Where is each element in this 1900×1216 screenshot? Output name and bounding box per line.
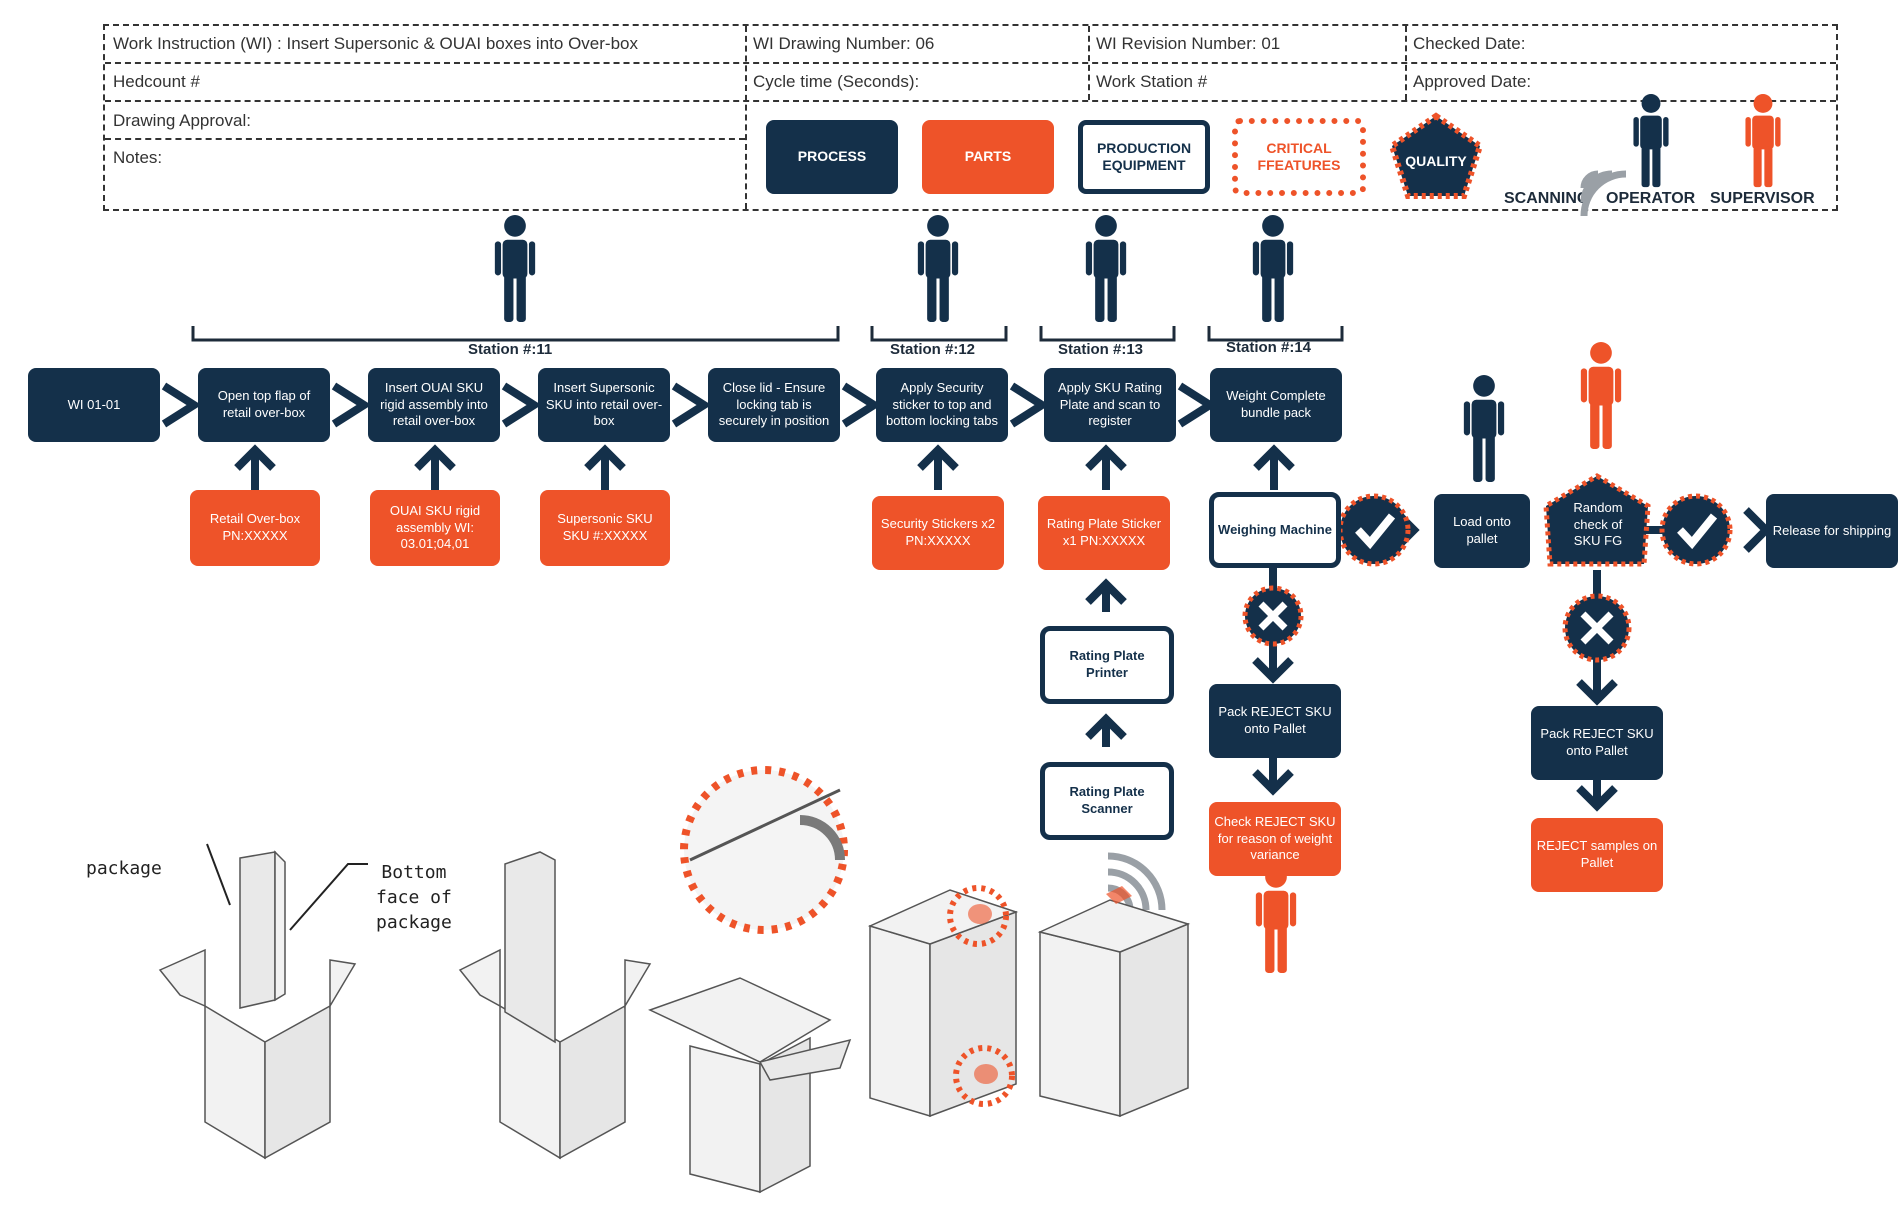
process-pack-reject-weight: Pack REJECT SKU onto Pallet: [1209, 684, 1341, 758]
legend-operator-icon: [1633, 94, 1669, 188]
fold-arrow-icon: [799, 815, 845, 861]
legend-scanning-label: SCANNING: [1504, 190, 1590, 207]
critical-feature-circle: [680, 766, 848, 934]
legend-process: PROCESS: [766, 120, 898, 194]
pass-check-icon: [1337, 493, 1411, 567]
notes: Notes:: [113, 148, 163, 167]
process-insert-ouai: Insert OUAI SKU rigid assembly into reta…: [368, 368, 500, 442]
header-divider: [1088, 26, 1090, 100]
leader-line: [289, 863, 368, 931]
legend-supervisor-label: SUPERVISOR: [1710, 190, 1815, 207]
operator-icon: [917, 215, 959, 322]
process-apply-rating-plate: Apply SKU Rating Plate and scan to regis…: [1044, 368, 1176, 442]
process-insert-supersonic: Insert Supersonic SKU into retail over-b…: [538, 368, 670, 442]
legend-quality-label: QUALITY: [1405, 153, 1467, 170]
operator-icon: [1463, 375, 1505, 482]
fail-x-icon: [1562, 593, 1632, 663]
station-13-label: Station #:13: [1058, 341, 1144, 358]
part-rating-plate-sticker: Rating Plate Sticker x1 PN:XXXXX: [1038, 496, 1170, 570]
leader-line: [206, 843, 231, 906]
process-close-lid: Close lid - Ensure locking tab is secure…: [708, 368, 840, 442]
sticker-mark: [974, 1064, 998, 1084]
process-pack-reject-random: Pack REJECT SKU onto Pallet: [1531, 706, 1663, 780]
equipment-rating-plate-scanner: Rating Plate Scanner: [1040, 762, 1174, 840]
legend-critical-features: CRITICAL FFEATURES: [1232, 118, 1366, 196]
wi-title: Work Instruction (WI) : Insert Supersoni…: [113, 34, 638, 53]
process-open-top-flap: Open top flap of retail over-box: [198, 368, 330, 442]
part-check-reject-sku: Check REJECT SKU for reason of weight va…: [1209, 802, 1341, 876]
station-14-label: Station #:14: [1226, 339, 1312, 356]
part-arrows: [234, 444, 1295, 747]
bottom-face-line2: face of: [376, 887, 452, 909]
wi-drawing-number: WI Drawing Number: 06: [753, 34, 935, 53]
part-retail-over-box: Retail Over-box PN:XXXXX: [190, 490, 320, 566]
process-release-for-shipping: Release for shipping: [1766, 494, 1898, 568]
equipment-rating-plate-printer: Rating Plate Printer: [1040, 626, 1174, 704]
legend-scanning-icon: [1580, 170, 1627, 217]
operator-icon: [1252, 215, 1294, 322]
cycle-time: Cycle time (Seconds):: [753, 72, 920, 91]
bottom-face-line1: Bottom: [381, 862, 447, 883]
header-divider: [745, 26, 747, 209]
critical-feature-circle: [947, 885, 1009, 947]
legend-production-equipment: PRODUCTION EQUIPMENT: [1078, 120, 1210, 194]
fail-x-icon: [1242, 585, 1304, 647]
station-12-label: Station #:12: [890, 341, 976, 358]
sticker-mark: [968, 904, 992, 924]
header-divider: [105, 100, 1836, 102]
legend-supervisor-icon: [1745, 94, 1781, 188]
process-apply-security-sticker: Apply Security sticker to top and bottom…: [876, 368, 1008, 442]
wi-revision-number: WI Revision Number: 01: [1096, 34, 1281, 53]
header-divider: [105, 138, 745, 140]
process-load-onto-pallet: Load onto pallet: [1434, 494, 1530, 568]
work-station: Work Station #: [1096, 72, 1208, 91]
package-illustrations: [158, 850, 1191, 1194]
supervisor-icon: [1580, 342, 1622, 449]
header-divider: [105, 62, 1836, 64]
lid-edge-line: [689, 788, 841, 862]
process-weight-complete: Weight Complete bundle pack: [1210, 368, 1342, 442]
operator-icon: [1085, 215, 1127, 322]
headcount: Hedcount #: [113, 72, 200, 91]
pass-check-icon: [1659, 493, 1733, 567]
part-ouai-sku: OUAI SKU rigid assembly WI: 03.01;04,01: [370, 490, 500, 566]
package-annotation: package: [86, 858, 162, 879]
header-table: Work Instruction (WI) : Insert Supersoni…: [103, 24, 1838, 211]
legend-quality-icon: [1388, 112, 1484, 199]
station-11-label: Station #:11: [468, 341, 553, 358]
approved-date: Approved Date:: [1413, 72, 1532, 91]
critical-feature-circle: [953, 1045, 1015, 1107]
operator-icon: [494, 215, 536, 322]
part-security-stickers: Security Stickers x2 PN:XXXXX: [872, 496, 1004, 570]
process-wi-start: WI 01-01: [28, 368, 160, 442]
bottom-face-line3: package: [376, 912, 452, 934]
part-reject-samples: REJECT samples on Pallet: [1531, 818, 1663, 892]
station-brackets: [191, 326, 1344, 342]
random-check-quality-shape: [1543, 473, 1651, 567]
process-random-check: Random check of SKU FG: [1573, 499, 1623, 549]
bottom-face-annotation: Bottom face of package: [376, 860, 452, 936]
drawing-approval: Drawing Approval:: [113, 111, 251, 130]
part-supersonic-sku: Supersonic SKU SKU #:XXXXX: [540, 490, 670, 566]
header-divider: [1405, 26, 1407, 100]
legend-parts: PARTS: [922, 120, 1054, 194]
equipment-weighing-machine: Weighing Machine: [1209, 492, 1341, 568]
supervisor-icon: [1255, 866, 1297, 973]
legend-operator-label: OPERATOR: [1606, 190, 1696, 207]
checked-date: Checked Date:: [1413, 34, 1526, 53]
rating-plate-mark: [1106, 886, 1132, 904]
